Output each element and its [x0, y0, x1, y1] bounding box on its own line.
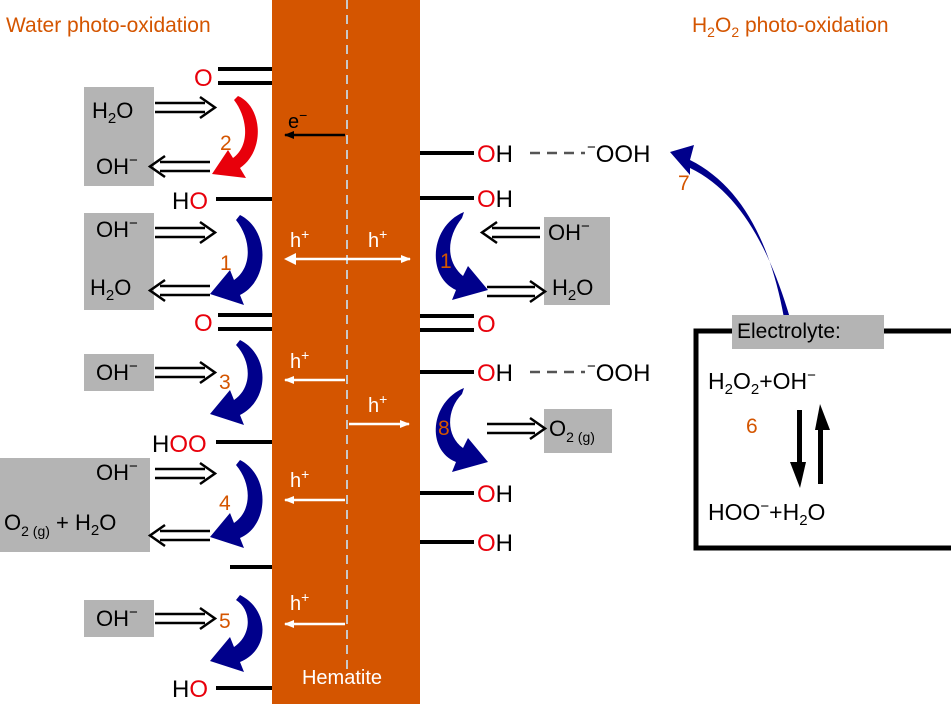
left-double-arrows — [147, 95, 218, 631]
double-arrow-right-out-h2o — [487, 279, 548, 304]
right-surface-bonds — [420, 151, 474, 544]
label-oh-5: OH− — [96, 604, 138, 631]
double-arrow-in-h2o — [155, 95, 218, 120]
right-surface-hydroxyl-4: OH — [477, 481, 513, 508]
left-surface-bonds — [216, 67, 272, 690]
gray-box-h2o-oh — [84, 87, 154, 186]
hydroperoxide-anion-top: −OOH — [587, 139, 650, 168]
surface-hydroxyl-5: HO — [172, 676, 208, 703]
surface-oxo-3: O — [194, 310, 213, 337]
label-oh-2: OH− — [96, 215, 138, 242]
surface-hydroxyl-2: HO — [172, 188, 208, 215]
right-surface-hydroxyl-5: OH — [477, 530, 513, 557]
label-oh-1: OH− — [96, 152, 138, 179]
double-arrow-in-oh-4 — [155, 461, 218, 486]
surface-oxo-1: O — [194, 65, 213, 92]
right-surface-hydroxyl-1: OH — [477, 141, 513, 168]
label-h2o-1: H2O — [92, 98, 133, 127]
double-arrow-out-h2o-1 — [147, 278, 210, 303]
gray-box-oh-o2 — [0, 458, 150, 552]
step-number-1-right: 1 — [440, 250, 452, 273]
label-right-o2: O2 (g) — [549, 416, 595, 445]
hematite-label: Hematite — [302, 667, 382, 689]
equilibrium-top-species: H2O2+OH− — [708, 367, 816, 398]
label-h2o-2: H2O — [90, 275, 131, 304]
curved-arrow-step-1-left — [210, 215, 263, 305]
right-surface-hydroxyl-2: OH — [477, 186, 513, 213]
double-arrow-right-in-oh — [479, 220, 540, 245]
double-arrow-out-oh — [147, 154, 210, 179]
hydroperoxide-anion-middle: −OOH — [587, 358, 650, 387]
curved-arrow-step-4 — [210, 460, 263, 548]
hole-label-left-1: h+ — [290, 226, 309, 252]
title-h2o2-photo-oxidation: H2O2 photo-oxidation — [692, 14, 889, 40]
label-right-oh: OH− — [548, 218, 590, 245]
hole-label-4: h+ — [290, 466, 309, 492]
gray-box-right-o2 — [544, 409, 612, 453]
hole-label-3: h+ — [290, 347, 309, 373]
step-number-6: 6 — [746, 415, 758, 438]
double-arrow-right-out-o2 — [487, 416, 548, 441]
surface-hydroperoxo-4: HOO — [152, 431, 207, 458]
step-number-4: 4 — [219, 492, 231, 515]
curved-arrow-step-3 — [210, 340, 263, 425]
double-arrow-in-oh-1 — [155, 220, 218, 245]
hole-label-right-1: h+ — [368, 226, 387, 252]
curved-arrow-step-1-right — [435, 212, 488, 300]
electrolyte-label: Electrolyte: — [737, 320, 841, 343]
label-oh-3: OH− — [96, 358, 138, 385]
hole-arrow-double-left-head — [284, 253, 296, 265]
right-double-arrows — [479, 220, 548, 441]
curved-arrow-step-8 — [435, 388, 488, 472]
step-number-1-left: 1 — [220, 252, 232, 275]
step-number-5: 5 — [219, 610, 231, 633]
curved-arrow-step-5 — [210, 595, 263, 672]
double-arrow-in-oh-5 — [155, 606, 218, 631]
step-number-7: 7 — [678, 172, 690, 195]
hole-label-5: h+ — [290, 589, 309, 615]
label-oh-4: OH− — [96, 458, 138, 485]
label-right-h2o: H2O — [552, 275, 593, 304]
curved-arrow-step-2 — [212, 96, 258, 178]
label-o2-plus-h2o: O2 (g) + H2O — [4, 510, 116, 539]
step-number-2: 2 — [220, 132, 232, 155]
title-water-photo-oxidation: Water photo-oxidation — [6, 14, 211, 37]
gray-box-right-oh-h2o — [544, 217, 610, 305]
right-surface-oxo: O — [477, 311, 496, 338]
double-arrow-in-oh-3 — [155, 360, 218, 385]
curved-arrow-step-7 — [670, 145, 790, 318]
electrolyte-label-bg — [732, 315, 884, 349]
right-surface-hydroxyl-3: OH — [477, 360, 513, 387]
gray-box-oh-h2o — [84, 213, 154, 310]
step-number-8: 8 — [438, 417, 450, 440]
equilibrium-arrows — [790, 404, 830, 488]
hole-label-8: h+ — [368, 391, 387, 417]
equilibrium-bottom-species: HOO−+H2O — [708, 498, 825, 529]
electron-label: e− — [288, 107, 307, 133]
double-arrow-out-o2 — [147, 523, 210, 548]
step-number-3: 3 — [219, 371, 231, 394]
gray-box-oh-3 — [84, 354, 154, 391]
gray-box-oh-5 — [84, 600, 154, 637]
